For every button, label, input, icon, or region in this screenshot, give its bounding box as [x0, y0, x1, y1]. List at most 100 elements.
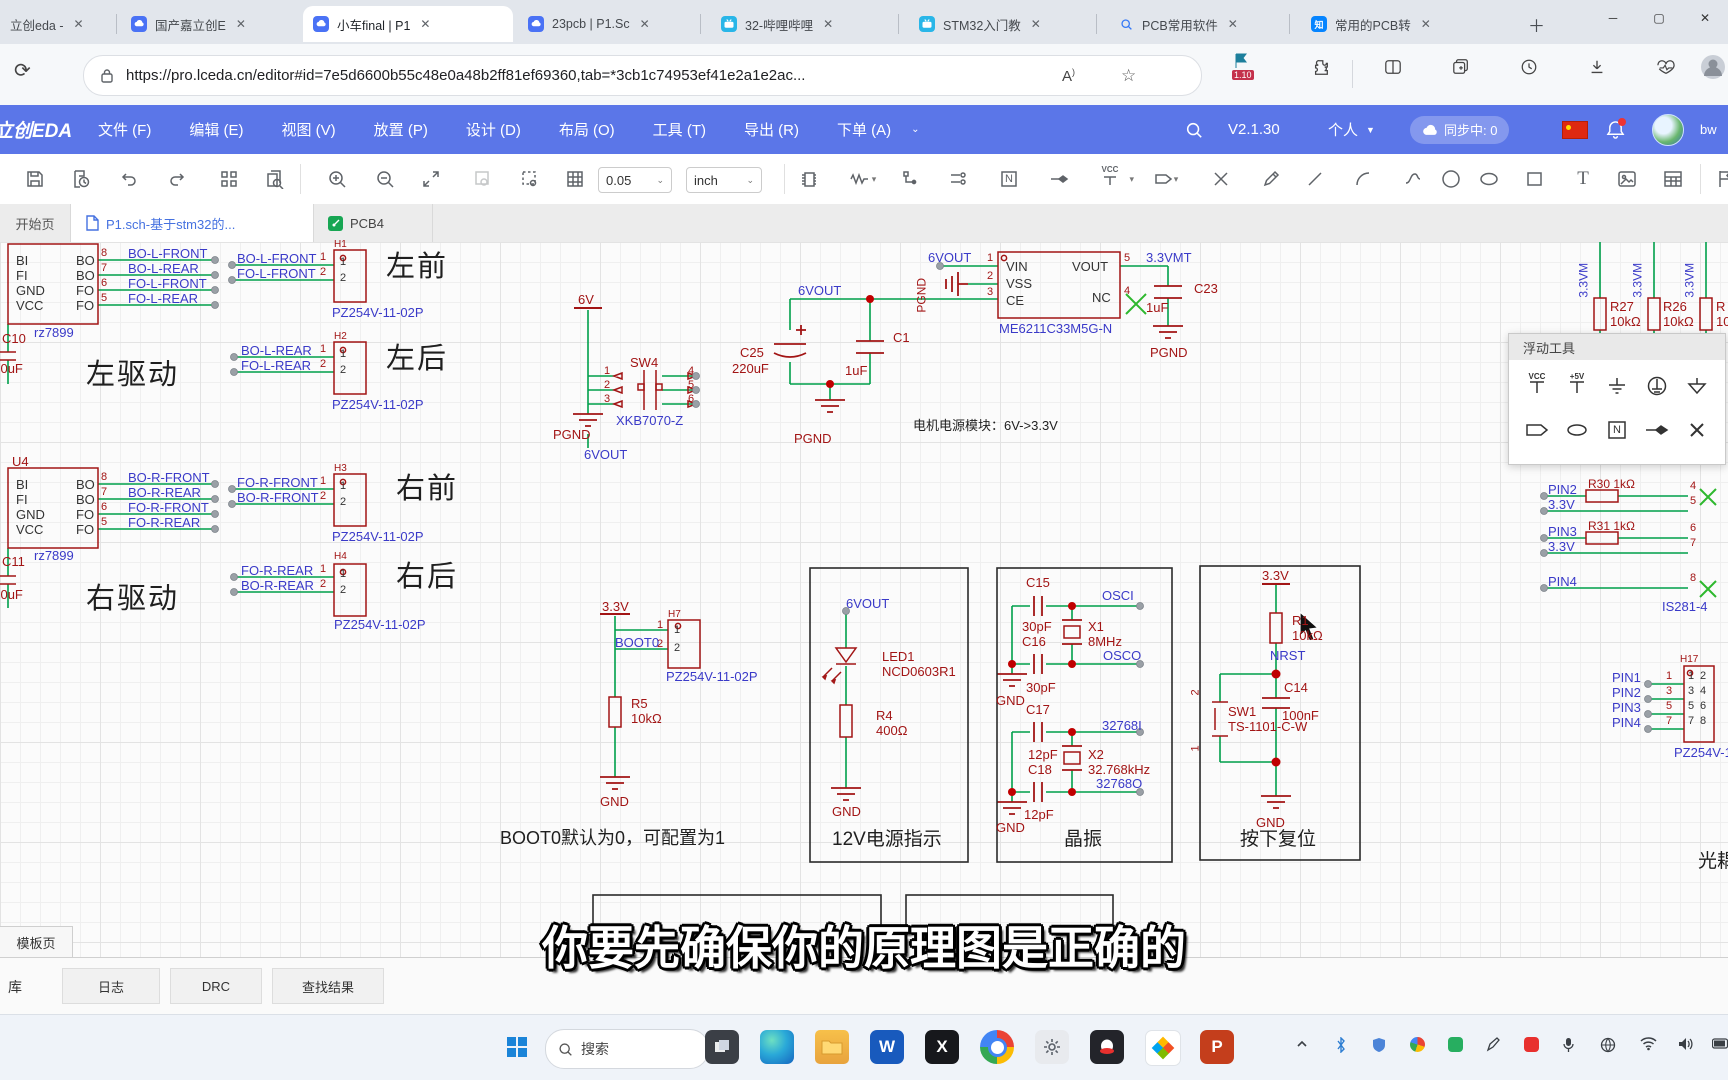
tab-close-icon[interactable]: ✕ [639, 17, 650, 31]
save-icon[interactable] [22, 166, 48, 192]
draw-line-icon[interactable] [1302, 166, 1328, 192]
browser-tab[interactable]: 知 常用的PCB转 ✕ [1301, 6, 1499, 42]
task-view-button[interactable] [705, 1030, 739, 1064]
draw-rect-icon[interactable] [1522, 166, 1548, 192]
draw-ellipse-icon[interactable] [1476, 166, 1502, 192]
zoom-out-icon[interactable] [372, 166, 398, 192]
notification-bell-icon[interactable] [1606, 105, 1626, 154]
menu-export[interactable]: 导出 (R) [744, 122, 799, 139]
menu-file[interactable]: 文件 (F) [98, 122, 152, 139]
tab-close-icon[interactable]: ✕ [823, 17, 834, 31]
tab-close-icon[interactable]: ✕ [235, 17, 246, 31]
chat-app-icon[interactable] [1090, 1030, 1124, 1064]
bus-port-icon[interactable] [1557, 412, 1597, 448]
tray-browser-ball-icon[interactable] [1410, 1037, 1425, 1055]
language-flag-icon[interactable] [1562, 105, 1588, 154]
place-flag-icon[interactable] [1712, 166, 1728, 192]
settings-gear-icon[interactable] [1035, 1030, 1069, 1064]
version-label[interactable]: V2.1.30 [1228, 121, 1280, 138]
place-image-icon[interactable] [1614, 166, 1640, 192]
tray-bluetooth-icon[interactable] [1335, 1036, 1347, 1056]
panel-layout-icon[interactable] [216, 166, 242, 192]
tray-wifi-icon[interactable] [1640, 1037, 1657, 1054]
grid-size-select[interactable]: 0.05⌄ [598, 167, 672, 193]
tray-chevron-up-icon[interactable] [1295, 1037, 1309, 1054]
find-component-icon[interactable] [262, 166, 288, 192]
tray-green-app-icon[interactable] [1448, 1037, 1463, 1055]
minimize-button[interactable]: ─ [1608, 11, 1618, 25]
palette-title[interactable]: 浮动工具 [1509, 334, 1725, 360]
favorite-star-icon[interactable]: ☆ [1121, 65, 1137, 85]
draw-circle-icon[interactable] [1438, 166, 1464, 192]
place-component-icon[interactable] [796, 166, 822, 192]
netlabel-icon[interactable]: N [1597, 412, 1637, 448]
tray-mic-icon[interactable] [1562, 1037, 1575, 1056]
sync-status[interactable]: 同步中: 0 [1410, 105, 1510, 154]
history-icon[interactable] [1520, 58, 1538, 80]
powerpoint-app-icon[interactable]: P [1200, 1030, 1234, 1064]
taskbar-search[interactable]: 搜索 [545, 1029, 709, 1069]
probe-icon[interactable] [1637, 412, 1677, 448]
zoom-selection-icon[interactable] [469, 166, 495, 192]
tray-pen-icon[interactable] [1486, 1037, 1501, 1055]
panel-tab-search-results[interactable]: 查找结果 [272, 968, 384, 1004]
redo-icon[interactable] [164, 166, 190, 192]
panel-tab-log[interactable]: 日志 [62, 968, 160, 1004]
browser-app-icon[interactable] [980, 1030, 1014, 1064]
menu-layout[interactable]: 布局 (O) [558, 122, 615, 139]
place-bus-icon[interactable] [944, 166, 970, 192]
place-resistor-icon[interactable]: ▾ [845, 166, 881, 192]
doc-tab-schematic-active[interactable]: P1.sch-基于stm32的... [71, 204, 314, 242]
place-table-icon[interactable] [1660, 166, 1686, 192]
menu-tools[interactable]: 工具 (T) [652, 122, 706, 139]
no-connect-icon[interactable] [1677, 412, 1717, 448]
tab-close-icon[interactable]: ✕ [73, 17, 84, 31]
refresh-icon[interactable]: ⟳ [14, 60, 31, 82]
place-text-icon[interactable]: T [1577, 168, 1589, 189]
tray-battery-icon[interactable] [1711, 1037, 1728, 1052]
extension-badge-icon[interactable]: 1.10 [1232, 53, 1254, 80]
word-app-icon[interactable]: W [870, 1030, 904, 1064]
browser-tab[interactable]: 32-哔哩哔哩 ✕ [711, 6, 904, 42]
tray-security-icon[interactable] [1372, 1037, 1386, 1056]
place-netlabel-icon[interactable]: N [996, 166, 1022, 192]
gnd-icon[interactable] [1597, 368, 1637, 404]
menu-place[interactable]: 放置 (P) [373, 122, 428, 139]
browser-tab[interactable]: 23pcb | P1.Sc ✕ [518, 6, 705, 42]
search-icon[interactable] [1185, 105, 1203, 154]
doc-tab-pcb[interactable]: PCB4 [314, 204, 433, 242]
new-tab-button[interactable]: ＋ [1528, 17, 1545, 36]
capcut-app-icon[interactable]: X [925, 1030, 959, 1064]
port-icon[interactable] [1517, 412, 1557, 448]
url-field[interactable]: https://pro.lceda.cn/editor#id=7e5d6600b… [83, 55, 1202, 96]
maximize-button[interactable]: ▢ [1653, 11, 1665, 25]
menu-order[interactable]: 下单 (A) [837, 122, 892, 139]
browser-tab[interactable]: PCB常用软件 ✕ [1108, 6, 1295, 42]
tray-red-app-icon[interactable] [1524, 1037, 1539, 1055]
file-history-icon[interactable] [68, 166, 94, 192]
undo-icon[interactable] [116, 166, 142, 192]
tab-close-icon[interactable]: ✕ [420, 17, 431, 31]
select-area-icon[interactable] [517, 166, 543, 192]
panel-tab-drc[interactable]: DRC [170, 968, 262, 1004]
edge-app-icon[interactable] [760, 1030, 794, 1064]
file-explorer-icon[interactable] [815, 1030, 849, 1064]
signal-gnd-icon[interactable] [1677, 368, 1717, 404]
zoom-in-icon[interactable] [324, 166, 350, 192]
vcc-flag-icon[interactable]: VCC [1517, 368, 1557, 404]
place-port-icon[interactable]: ▾ [1148, 166, 1184, 192]
unit-select[interactable]: inch⌄ [686, 167, 762, 193]
browser-essentials-icon[interactable] [1656, 58, 1676, 80]
earth-gnd-icon[interactable] [1637, 368, 1677, 404]
menu-edit[interactable]: 编辑 (E) [189, 122, 244, 139]
place-no-connect-icon[interactable] [1208, 166, 1234, 192]
read-aloud-icon[interactable]: A) [1062, 66, 1076, 85]
draw-pencil-icon[interactable] [1258, 166, 1284, 192]
place-power-flag-icon[interactable]: VCC▾ [1101, 165, 1134, 185]
library-tab[interactable]: 库 [8, 979, 22, 995]
menu-design[interactable]: 设计 (D) [465, 122, 521, 139]
account-menu[interactable]: 个人▼ [1328, 122, 1375, 139]
menu-more-chevron-icon[interactable]: ⌄ [911, 124, 920, 135]
browser-tab[interactable]: STM32入门教 ✕ [909, 6, 1102, 42]
schematic-canvas[interactable] [0, 242, 1728, 957]
